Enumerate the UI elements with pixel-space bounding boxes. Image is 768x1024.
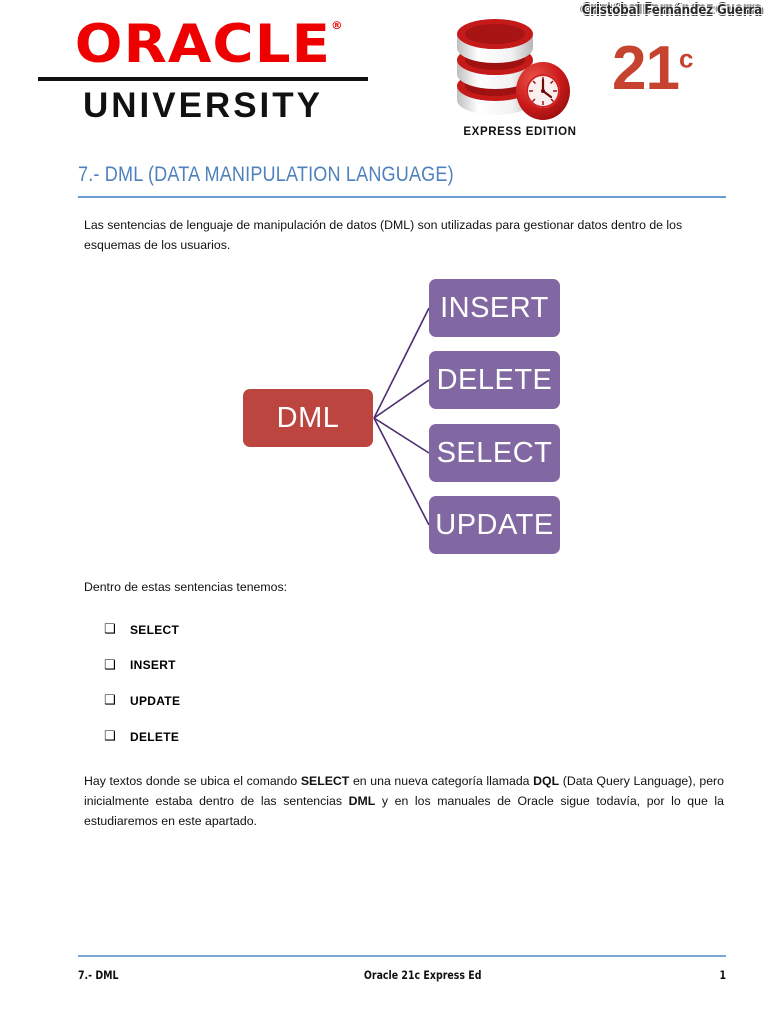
closing-text-part3: (Data Query Language), pero inicialmente… [84,774,724,808]
footer-page-number: 1 [719,968,726,982]
section-heading: 7.- DML (DATA MANIPULATION LANGUAGE) [78,163,454,186]
oracle-wordmark: ORACLE ® [75,18,343,71]
page-header: ORACLE ® UNIVERSITY [0,0,768,152]
version-badge: 21c [612,38,694,100]
heading-divider [78,196,726,198]
express-edition-label: EXPRESS EDITION [463,126,577,138]
database-stack-icon: EXPRESS EDITION [445,8,605,148]
list-item: ❑ INSERT [104,648,524,684]
closing-bold-select: SELECT [300,774,350,788]
oracle-university-logo: ORACLE ® UNIVERSITY [38,18,368,125]
list-item-label: UPDATE [130,693,181,708]
clock-icon [516,62,570,120]
page-footer: 7.- DML Oracle 21c Express Ed 1 [78,968,726,982]
dml-statement-list: ❑ SELECT ❑ INSERT ❑ UPDATE ❑ DELETE [104,612,524,754]
square-bullet-icon: ❑ [104,693,116,709]
closing-text-part1: Hay textos donde se ubica el comando [84,774,301,788]
closing-paragraph: Hay textos donde se ubica el comando SEL… [84,772,724,832]
square-bullet-icon: ❑ [104,729,116,745]
diagram-node-root: DML [243,389,373,447]
logo-divider [38,77,368,81]
database-stack-svg [457,19,570,120]
diagram-node-insert: INSERT [429,279,560,337]
footer-document-title: Oracle 21c Express Ed [363,968,482,982]
list-item-label: INSERT [130,658,176,673]
lead-in-text: Dentro de estas sentencias tenemos: [84,580,288,594]
list-item-label: SELECT [130,622,180,637]
square-bullet-icon: ❑ [104,622,116,638]
diagram-node-select: SELECT [429,424,560,482]
list-item: ❑ UPDATE [104,683,524,719]
diagram-node-delete: DELETE [429,351,560,409]
square-bullet-icon: ❑ [104,657,116,673]
list-item-label: DELETE [130,729,180,744]
closing-bold-dql: DQL [533,774,560,788]
diagram-node-update: UPDATE [429,496,560,554]
dml-diagram: DML INSERT DELETE SELECT UPDATE [230,265,580,565]
oracle-wordmark-text: ORACLE [74,14,332,75]
version-suffix: c [678,43,694,74]
closing-text-part2: en una nueva categoría llamada [349,774,534,788]
list-item: ❑ SELECT [104,612,524,648]
closing-bold-dml: DML [348,793,376,808]
author-watermark: Cristóbal Fernández Guerra [581,3,763,18]
version-number: 21 [612,34,680,103]
intro-paragraph: Las sentencias de lenguaje de manipulaci… [84,218,683,252]
registered-trademark-icon: ® [331,19,344,32]
closing-text-part4: y en los manuales de Oracle sigue todaví… [84,793,724,828]
footer-section-label: 7.- DML [78,968,119,982]
oracle-university-text: UNIVERSITY [82,86,324,125]
list-item: ❑ DELETE [104,719,524,755]
footer-divider [78,955,726,957]
diagram-connectors [373,307,430,526]
